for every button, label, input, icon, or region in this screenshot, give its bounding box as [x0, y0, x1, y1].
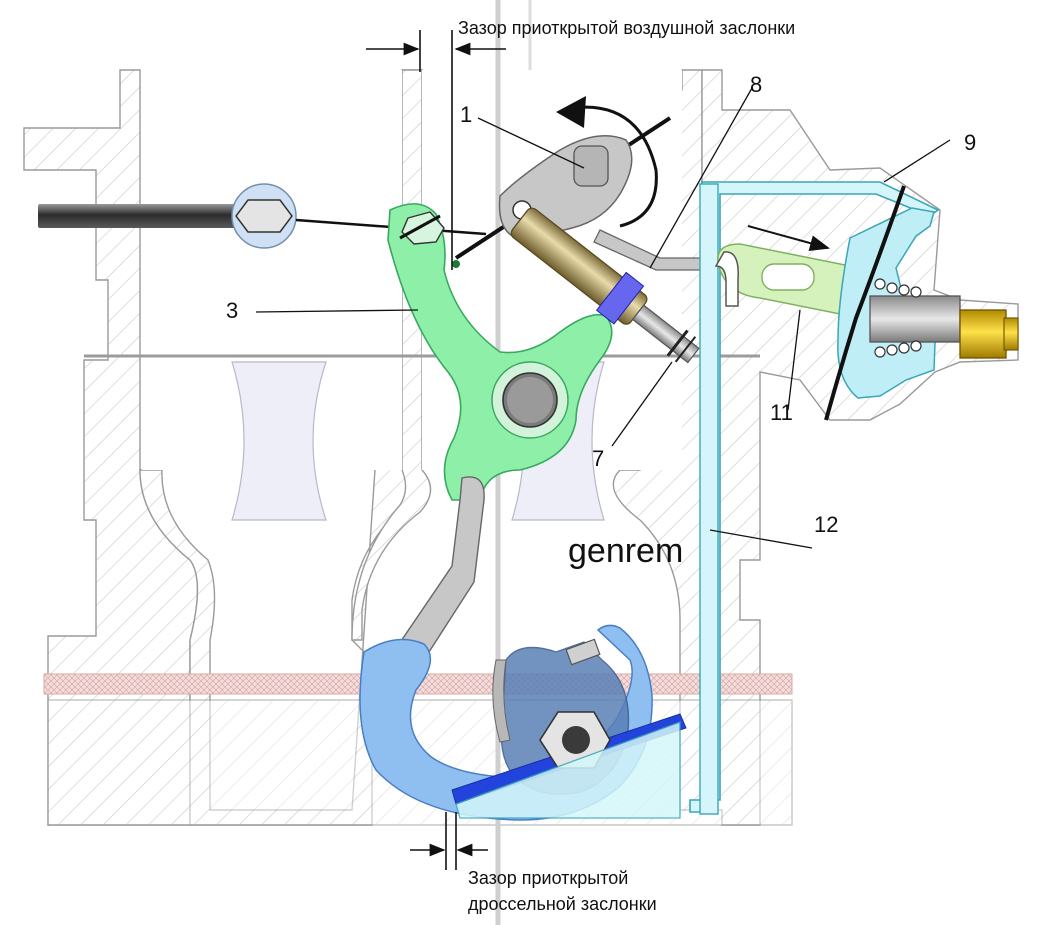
- callout-8: 8: [750, 72, 762, 97]
- callout-7: 7: [592, 446, 604, 471]
- air-gap-caption: Зазор приоткрытой воздушной заслонки: [458, 18, 795, 38]
- callout-11: 11: [770, 400, 793, 425]
- air-gap-dimension: [366, 30, 506, 270]
- callout-3: 3: [226, 298, 238, 323]
- throttle-mechanism: [359, 624, 687, 821]
- venturi-left: [231, 361, 327, 521]
- brass-plunger: [510, 207, 700, 364]
- throttle-gap-caption-line2: дроссельной заслонки: [468, 894, 657, 914]
- throttle-gap-dimension: [410, 812, 488, 870]
- diaphragm-assembly-9: [824, 185, 1019, 421]
- watermark-text: genrem: [568, 532, 683, 570]
- throttle-gap-caption-line1: Зазор приоткрытой: [468, 868, 628, 888]
- callout-1: 1: [460, 102, 472, 127]
- green-lever: [387, 203, 613, 501]
- rotation-arrow: [556, 96, 658, 228]
- callout-12: 12: [814, 512, 838, 537]
- leader-lines: [255, 87, 951, 549]
- cyan-rod-12: [689, 181, 940, 815]
- motion-arrow: [747, 225, 830, 251]
- choke-rod: [38, 183, 487, 249]
- callout-9: 9: [964, 130, 976, 155]
